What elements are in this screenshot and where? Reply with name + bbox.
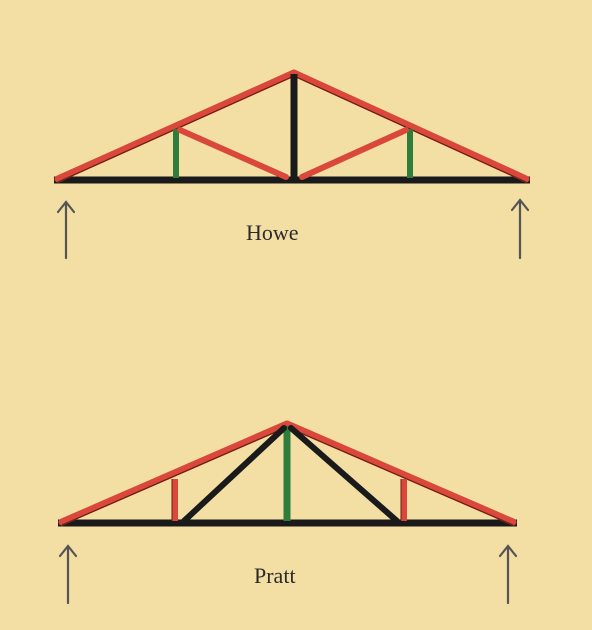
howe-left-rafter bbox=[54, 69, 298, 183]
pratt-left-rafter bbox=[58, 420, 291, 526]
pratt-truss bbox=[58, 420, 518, 605]
howe-truss-label: Howe bbox=[246, 220, 299, 245]
howe-right-diagonal bbox=[299, 127, 409, 180]
pratt-left-rafter-edge bbox=[61, 426, 288, 526]
pratt-truss-label: Pratt bbox=[254, 563, 296, 588]
pratt-right-rafter-edge bbox=[286, 426, 514, 526]
pratt-right-diagonal bbox=[288, 425, 400, 524]
howe-truss bbox=[54, 69, 530, 260]
howe-left-diagonal bbox=[177, 127, 289, 180]
howe-right-support-arrow bbox=[510, 198, 530, 260]
pratt-right-support-arrow bbox=[498, 544, 518, 605]
howe-left-support-arrow bbox=[56, 200, 76, 260]
pratt-left-support-arrow bbox=[58, 544, 78, 605]
howe-right-rafter bbox=[290, 69, 530, 183]
pratt-left-diagonal bbox=[181, 425, 287, 524]
pratt-right-rafter bbox=[283, 420, 517, 526]
